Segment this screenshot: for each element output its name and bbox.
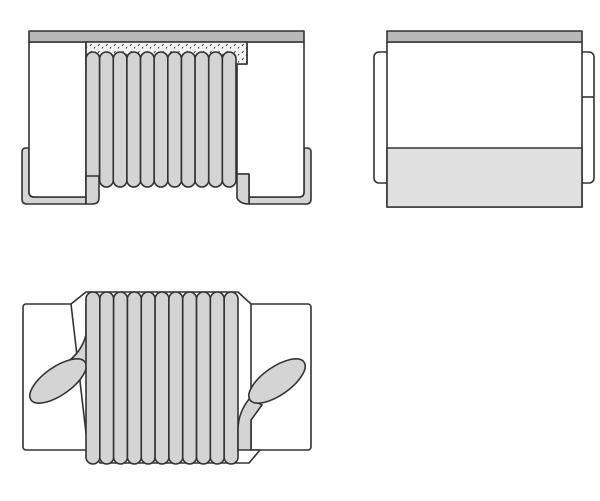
coil-turn	[223, 291, 239, 465]
coil-turn	[207, 51, 224, 188]
bottom-coils	[85, 291, 239, 465]
coil-turn	[154, 291, 170, 465]
side-coils	[85, 51, 237, 188]
coil-turn	[194, 51, 210, 188]
solder-pad-right	[248, 358, 306, 404]
coil-turn	[209, 291, 225, 465]
bottom-view	[22, 291, 312, 465]
coil-turn	[140, 291, 156, 465]
coil-turn	[139, 51, 155, 188]
solder-pad-left	[29, 358, 87, 404]
coil-turn	[221, 51, 237, 188]
coil-turn	[85, 51, 101, 188]
end-base	[386, 147, 583, 208]
coil-turn	[112, 51, 128, 188]
end-top-plate	[386, 30, 583, 43]
coil-turn	[180, 51, 196, 188]
lead-wire-right	[237, 397, 263, 451]
lead-left	[85, 175, 100, 205]
lead-right	[236, 173, 250, 205]
body-left	[28, 41, 87, 198]
coil-turn	[126, 51, 142, 188]
coil-turn	[126, 291, 143, 465]
coil-turn	[153, 51, 169, 188]
end-view	[373, 30, 595, 208]
top-plate	[28, 30, 305, 43]
coil-turn	[112, 291, 129, 465]
coil-turn	[168, 291, 184, 465]
coil-turn	[98, 51, 115, 188]
coil-turn	[167, 51, 183, 188]
side-view	[21, 30, 312, 205]
coil-turn	[195, 291, 212, 465]
coil-turn	[99, 291, 115, 465]
coil-turn	[181, 291, 198, 465]
coil-turn	[85, 291, 101, 465]
